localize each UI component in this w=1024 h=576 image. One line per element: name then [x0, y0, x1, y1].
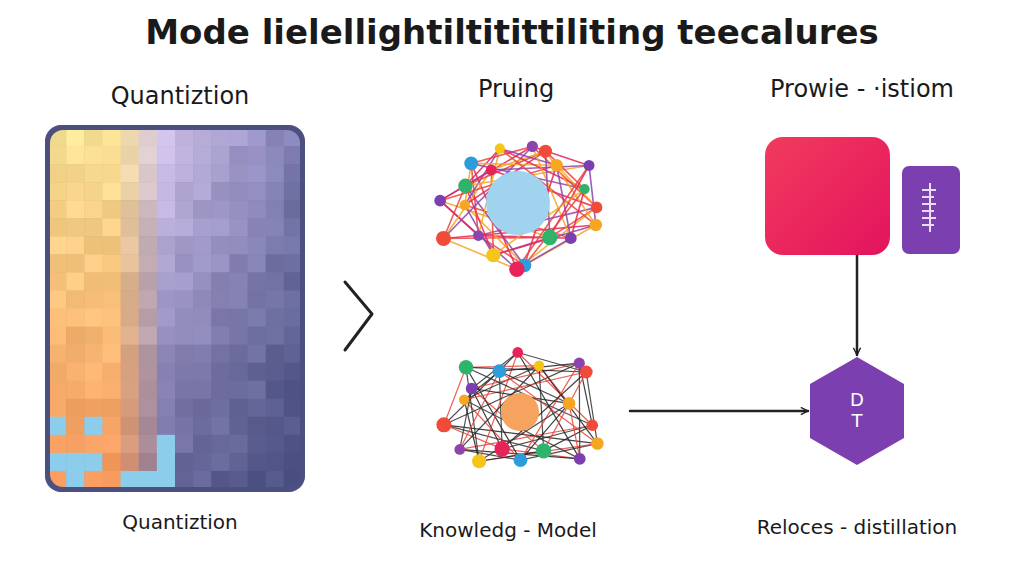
device-lines: [922, 183, 936, 232]
small-device: [902, 166, 960, 254]
diagram-title: Mode lielellightiltitittiliting teecalur…: [0, 12, 1024, 52]
node-caption: Knowledg - Model: [416, 518, 600, 542]
node-label: D T: [850, 390, 864, 431]
knowledge-network: [436, 347, 603, 468]
quantization-panel: QuantiztionQuantiztion: [45, 125, 305, 492]
pruning-network: [434, 141, 602, 277]
node-caption: Quantiztion: [119, 510, 241, 534]
chevron-symbol: [345, 282, 372, 350]
arrow-connector: [630, 410, 808, 413]
node-heading: Quantiztion: [108, 82, 253, 111]
panel-ground: [45, 125, 305, 492]
student-hexagon: D TReloces - distillation: [808, 355, 906, 467]
node-caption: Reloces - distillation: [754, 515, 961, 539]
node-heading: Pruing: [475, 75, 557, 104]
teacher-model-box: Prowie - ·istiom: [765, 137, 890, 255]
node-heading: Prowie - ·istiom: [767, 75, 957, 104]
hexagon-label-holder: D T: [808, 355, 906, 467]
pruning-network-box: Pruing: [420, 125, 620, 285]
quantization-grid: [48, 128, 302, 489]
arrow-connector: [856, 255, 859, 355]
knowledge-network-box: Knowledg - Model: [410, 325, 630, 500]
